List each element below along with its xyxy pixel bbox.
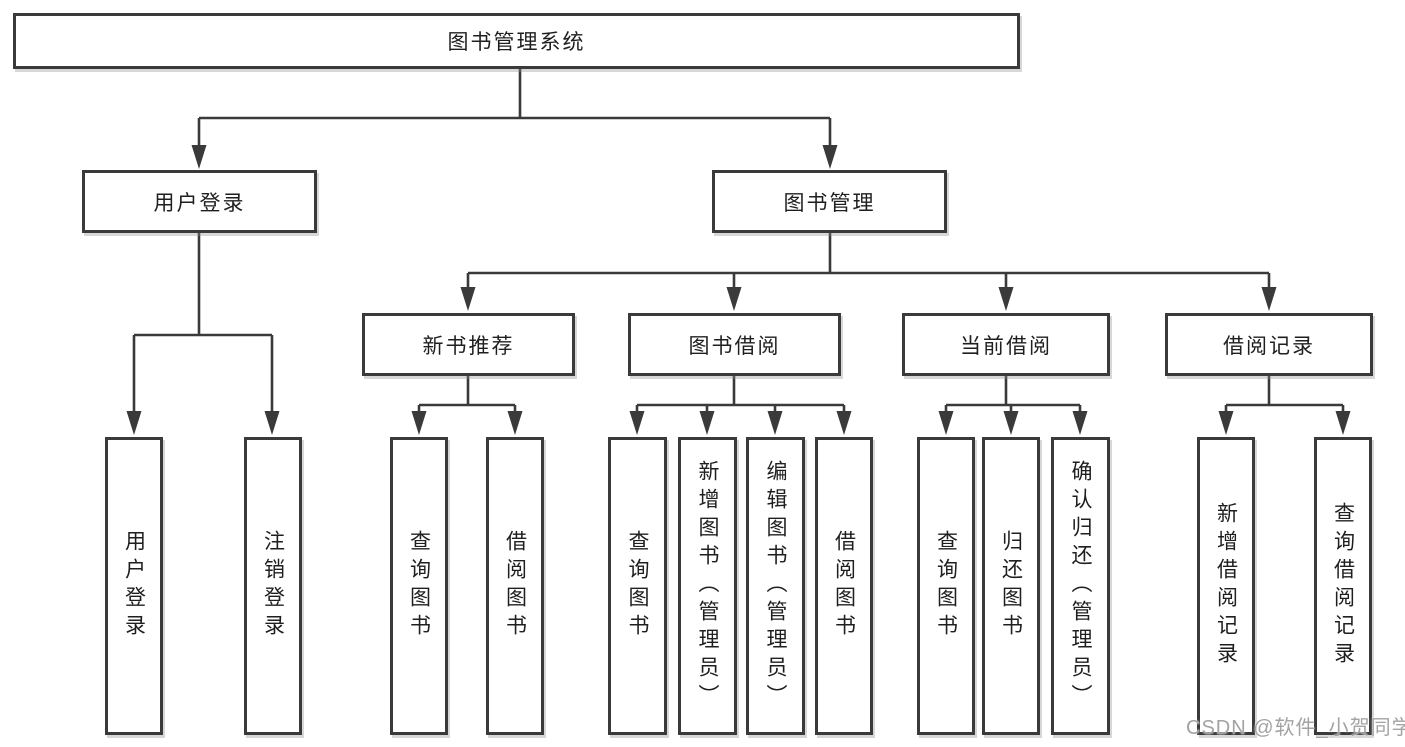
leaf-query-books-current-label: 查询图书 [934,530,958,642]
leaf-query-borrow-record-label: 查询借阅记录 [1331,502,1355,670]
node-user-login: 用户登录 [82,170,317,233]
node-root: 图书管理系统 [13,13,1020,69]
leaf-confirm-return-admin-label: 确认归还（管理员） [1069,460,1092,712]
leaf-edit-books-admin-label: 编辑图书（管理员） [764,460,787,712]
leaf-edit-books-admin: 编辑图书（管理员） [746,437,805,735]
node-current-borrowing-label: 当前借阅 [960,334,1052,358]
leaf-add-borrow-record-label: 新增借阅记录 [1214,502,1238,670]
leaf-user-login-label: 用户登录 [122,530,146,642]
watermark: CSDN @软件_小贺同学 [1186,717,1405,739]
leaf-logout: 注销登录 [244,437,302,735]
leaf-confirm-return-admin: 确认归还（管理员） [1051,437,1110,735]
node-new-book-recommend: 新书推荐 [362,313,575,376]
leaf-query-books-borrowing: 查询图书 [608,437,667,735]
leaf-borrow-books-label: 借阅图书 [832,530,856,642]
node-new-book-recommend-label: 新书推荐 [422,334,515,358]
leaf-query-borrow-record: 查询借阅记录 [1314,437,1372,735]
node-book-management: 图书管理 [712,170,947,233]
leaf-borrow-books-recommend-label: 借阅图书 [503,530,527,642]
leaf-query-books-recommend: 查询图书 [390,437,448,735]
leaf-add-borrow-record: 新增借阅记录 [1197,437,1255,735]
leaf-user-login: 用户登录 [105,437,163,735]
node-book-borrowing-label: 图书借阅 [688,334,781,358]
leaf-query-books-current: 查询图书 [917,437,975,735]
node-borrowing-records-label: 借阅记录 [1223,334,1315,358]
leaf-return-books-label: 归还图书 [999,530,1023,642]
node-book-management-label: 图书管理 [783,191,876,215]
leaf-borrow-books: 借阅图书 [815,437,873,735]
node-user-login-label: 用户登录 [153,191,246,215]
node-borrowing-records: 借阅记录 [1165,313,1373,376]
leaf-return-books: 归还图书 [982,437,1040,735]
leaf-query-books-recommend-label: 查询图书 [407,530,431,642]
leaf-add-books-admin: 新增图书（管理员） [678,437,737,735]
leaf-borrow-books-recommend: 借阅图书 [486,437,544,735]
leaf-add-books-admin-label: 新增图书（管理员） [696,460,719,712]
node-root-label: 图书管理系统 [447,31,586,54]
node-book-borrowing: 图书借阅 [628,313,841,376]
leaf-query-books-borrowing-label: 查询图书 [626,530,649,642]
node-current-borrowing: 当前借阅 [902,313,1110,376]
leaf-logout-label: 注销登录 [261,530,285,642]
